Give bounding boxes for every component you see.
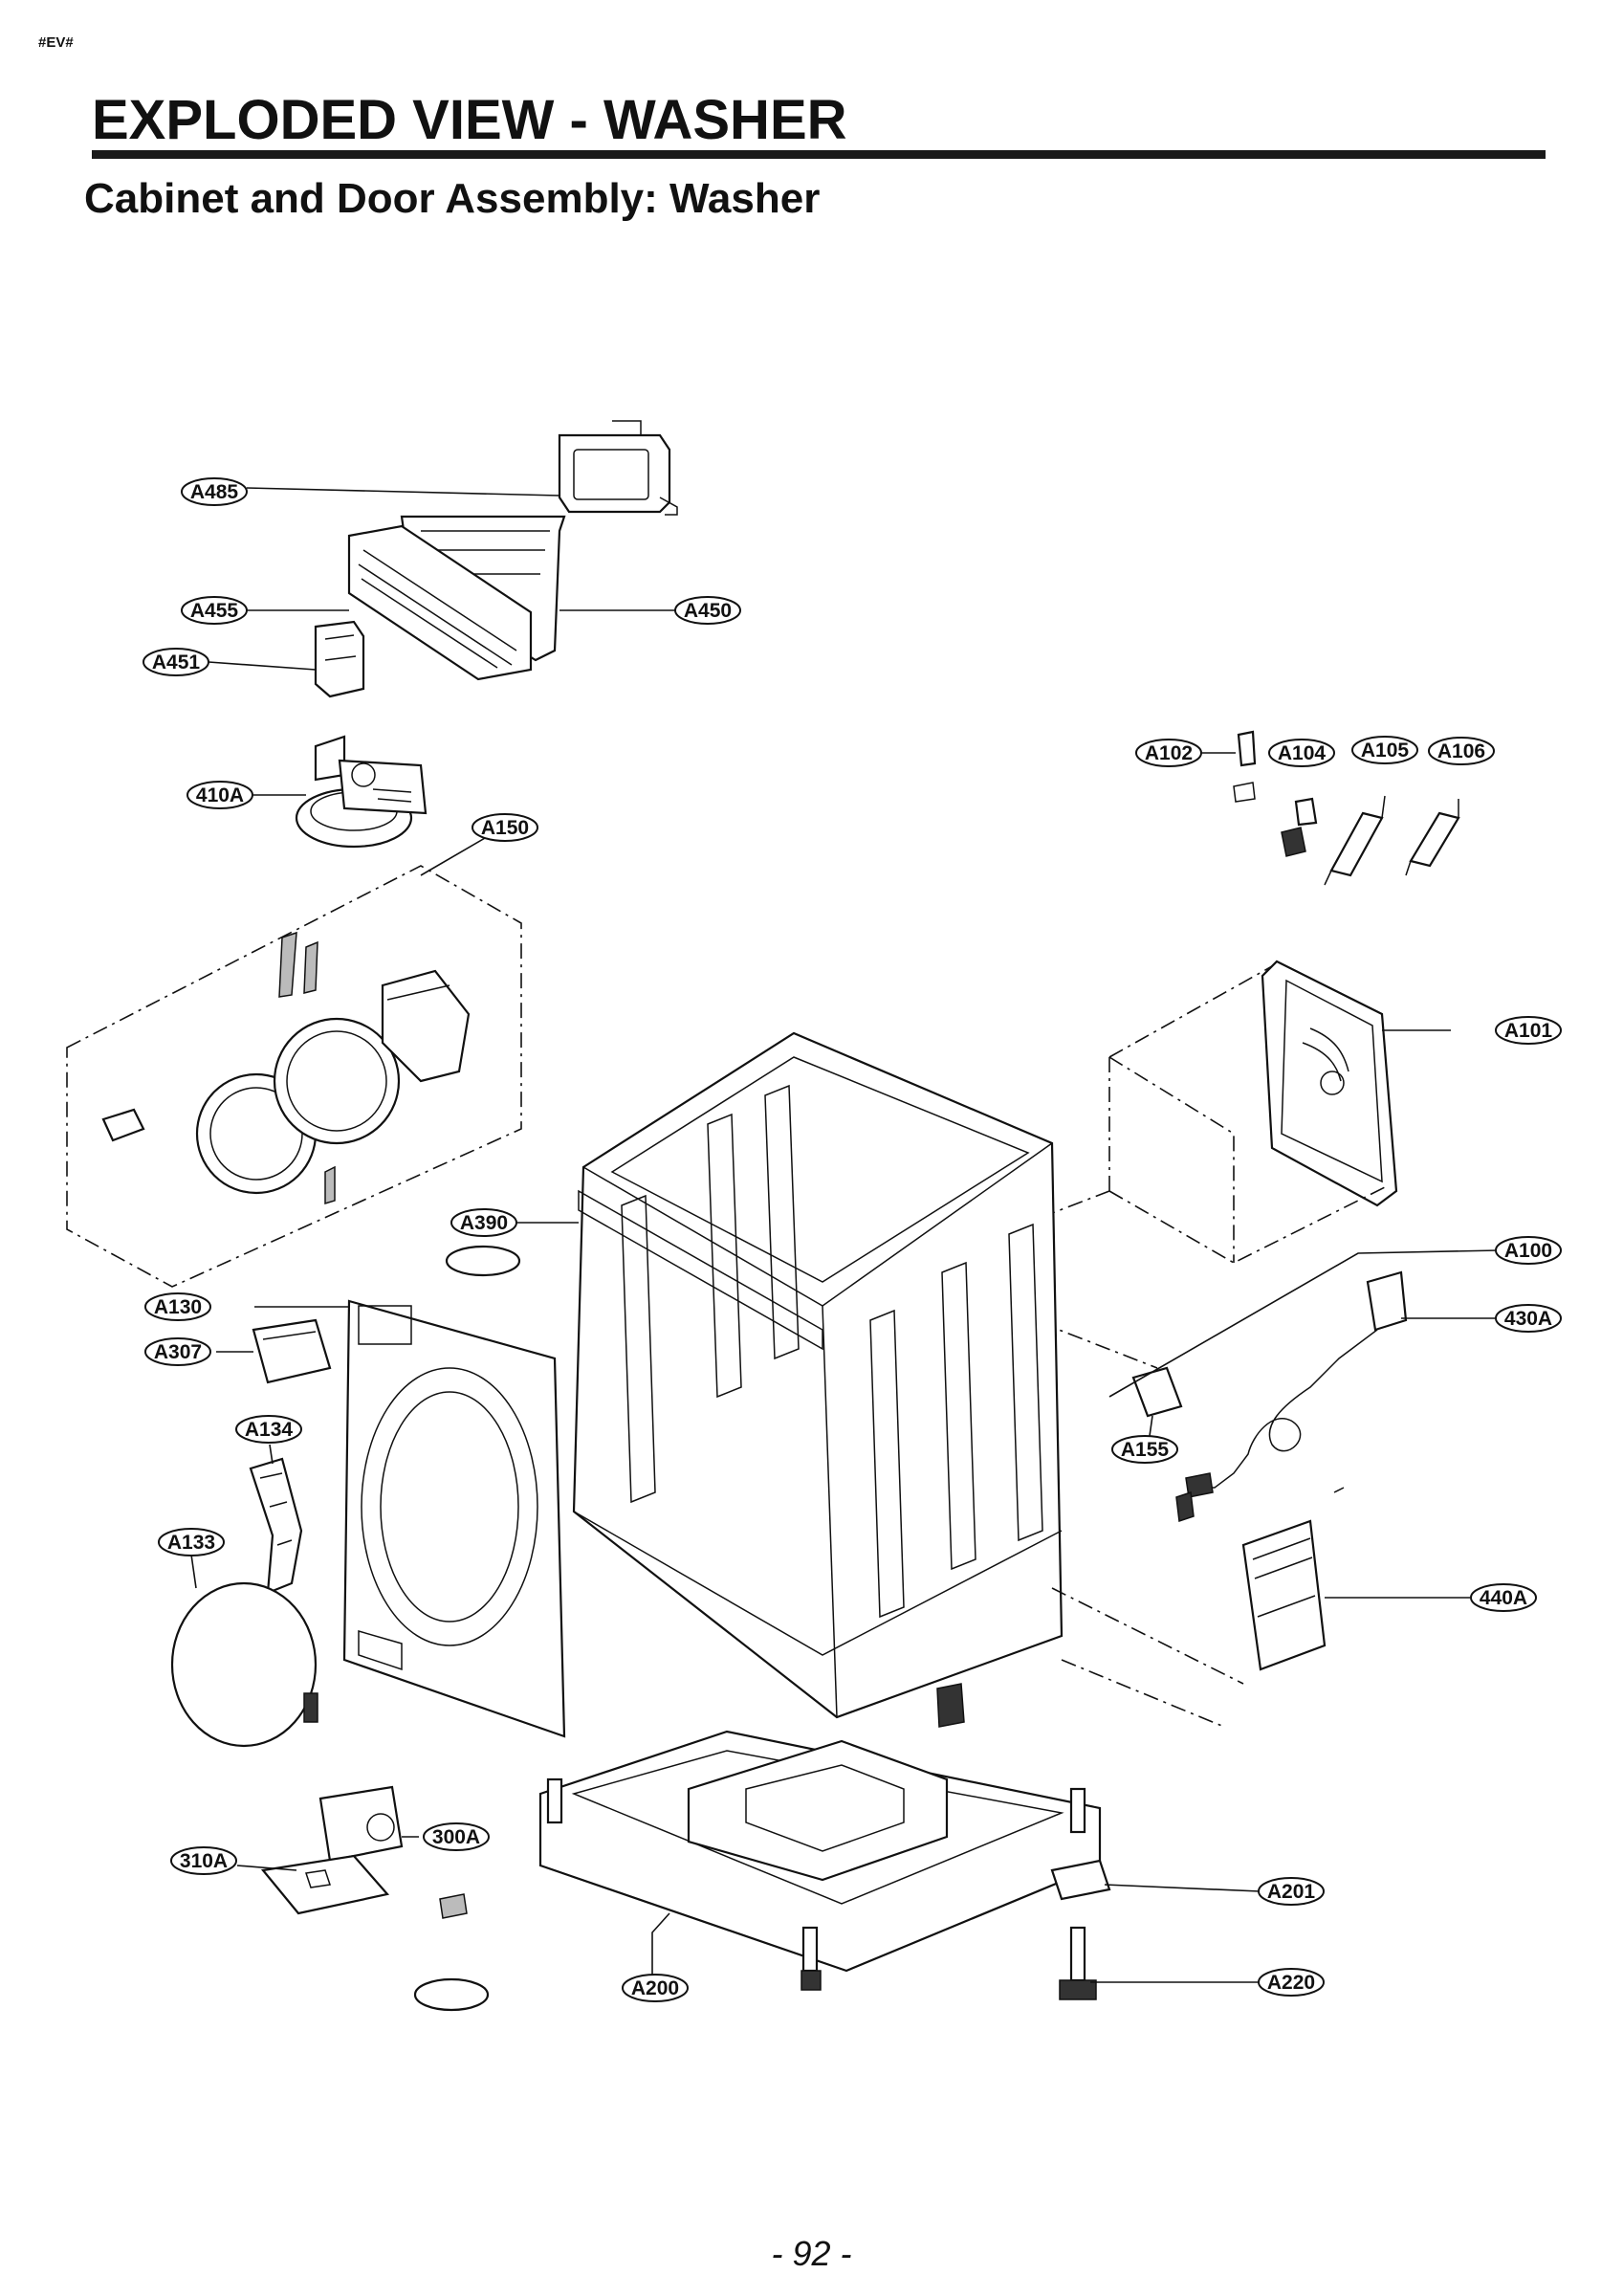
part-a102-clip xyxy=(1233,730,1257,803)
svg-text:A106: A106 xyxy=(1437,740,1485,762)
svg-text:440A: 440A xyxy=(1480,1587,1527,1609)
callout-A100: A100 xyxy=(1495,1236,1562,1265)
svg-text:A485: A485 xyxy=(190,481,239,503)
svg-text:A105: A105 xyxy=(1361,740,1410,762)
svg-text:A200: A200 xyxy=(631,1977,679,1999)
part-clamp-ring xyxy=(170,1581,318,1748)
projection-line xyxy=(1061,1659,1225,1728)
svg-text:A201: A201 xyxy=(1267,1881,1316,1903)
callout-A451: A451 xyxy=(143,648,209,676)
part-filter-cover xyxy=(260,1785,490,2012)
part-a201-bracket xyxy=(1050,1859,1111,1901)
svg-text:300A: 300A xyxy=(432,1826,480,1848)
callout-300A: 300A xyxy=(423,1822,490,1851)
callout-310A: 310A xyxy=(170,1846,237,1875)
part-rear-cover xyxy=(1261,960,1398,1207)
callout-A390: A390 xyxy=(450,1208,517,1237)
svg-text:A307: A307 xyxy=(154,1341,202,1363)
callout-A200: A200 xyxy=(622,1974,689,2002)
part-leveling-foot xyxy=(1059,1926,1097,2000)
callout-A450: A450 xyxy=(674,596,741,625)
part-a390-panel xyxy=(445,1189,823,1351)
callout-410A: 410A xyxy=(186,781,253,809)
page-subtitle: Cabinet and Door Assembly: Washer xyxy=(84,175,821,222)
part-control-panel-decor xyxy=(347,524,533,681)
callout-A101: A101 xyxy=(1495,1016,1562,1045)
part-cabinet xyxy=(572,1031,1064,1719)
svg-text:A450: A450 xyxy=(684,600,732,622)
projection-line xyxy=(1108,1056,1235,1263)
part-a106-shock xyxy=(1405,799,1460,876)
callout-A130: A130 xyxy=(144,1292,211,1321)
part-door-components xyxy=(101,931,471,1205)
page-number: - 92 - xyxy=(771,2234,852,2273)
callout-A155: A155 xyxy=(1111,1435,1178,1464)
callout-A133: A133 xyxy=(158,1528,225,1556)
svg-text:A220: A220 xyxy=(1267,1972,1315,1994)
callout-A102: A102 xyxy=(1135,739,1202,767)
door-assembly-outline xyxy=(66,865,522,1288)
callout-A150: A150 xyxy=(472,813,538,842)
callout-A106: A106 xyxy=(1428,737,1495,765)
part-power-cord xyxy=(1185,1270,1408,1498)
page-title: EXPLODED VIEW - WASHER xyxy=(92,89,847,151)
svg-text:A130: A130 xyxy=(154,1296,202,1318)
part-a307-dispenser-housing xyxy=(252,1318,332,1384)
part-a105-shock xyxy=(1324,795,1386,886)
callout-440A: 440A xyxy=(1470,1583,1537,1612)
projection-line xyxy=(1108,965,1273,1058)
svg-text:A455: A455 xyxy=(190,600,239,622)
callout-A307: A307 xyxy=(144,1337,211,1366)
svg-text:A101: A101 xyxy=(1504,1020,1553,1042)
svg-text:A451: A451 xyxy=(152,651,201,673)
callout-A455: A455 xyxy=(181,596,248,625)
svg-text:A155: A155 xyxy=(1121,1439,1170,1461)
callout-430A: 430A xyxy=(1495,1304,1562,1333)
part-front-panel xyxy=(342,1299,566,1738)
title-divider xyxy=(92,150,1546,159)
part-a451-bracket xyxy=(314,620,365,698)
svg-text:430A: 430A xyxy=(1504,1308,1552,1330)
svg-text:310A: 310A xyxy=(180,1850,228,1872)
svg-text:A133: A133 xyxy=(167,1532,215,1554)
part-base-frame xyxy=(538,1683,1102,1991)
part-display-module xyxy=(558,420,678,516)
part-noise-filter-440a xyxy=(1175,1487,1345,1671)
projection-line xyxy=(1051,1587,1244,1685)
callout-A220: A220 xyxy=(1258,1968,1325,1997)
callout-A201: A201 xyxy=(1258,1877,1325,1906)
part-dispenser-410a xyxy=(295,735,428,849)
leader-lines xyxy=(190,487,1500,1983)
svg-text:A104: A104 xyxy=(1278,742,1327,764)
part-a104-leg xyxy=(1281,797,1318,857)
projection-line xyxy=(1108,1185,1388,1264)
callout-A485: A485 xyxy=(181,477,248,506)
svg-text:A134: A134 xyxy=(245,1419,294,1441)
part-door-hinge xyxy=(249,1457,303,1595)
svg-text:A100: A100 xyxy=(1504,1240,1552,1262)
part-a155-cap xyxy=(1131,1366,1183,1418)
callout-A104: A104 xyxy=(1268,739,1335,767)
callout-A134: A134 xyxy=(235,1415,302,1444)
svg-text:A390: A390 xyxy=(460,1212,508,1234)
svg-text:410A: 410A xyxy=(196,784,244,806)
callout-A105: A105 xyxy=(1351,736,1418,764)
svg-text:A102: A102 xyxy=(1145,742,1193,764)
svg-text:A150: A150 xyxy=(481,817,529,839)
document-tag: #EV# xyxy=(38,34,74,51)
